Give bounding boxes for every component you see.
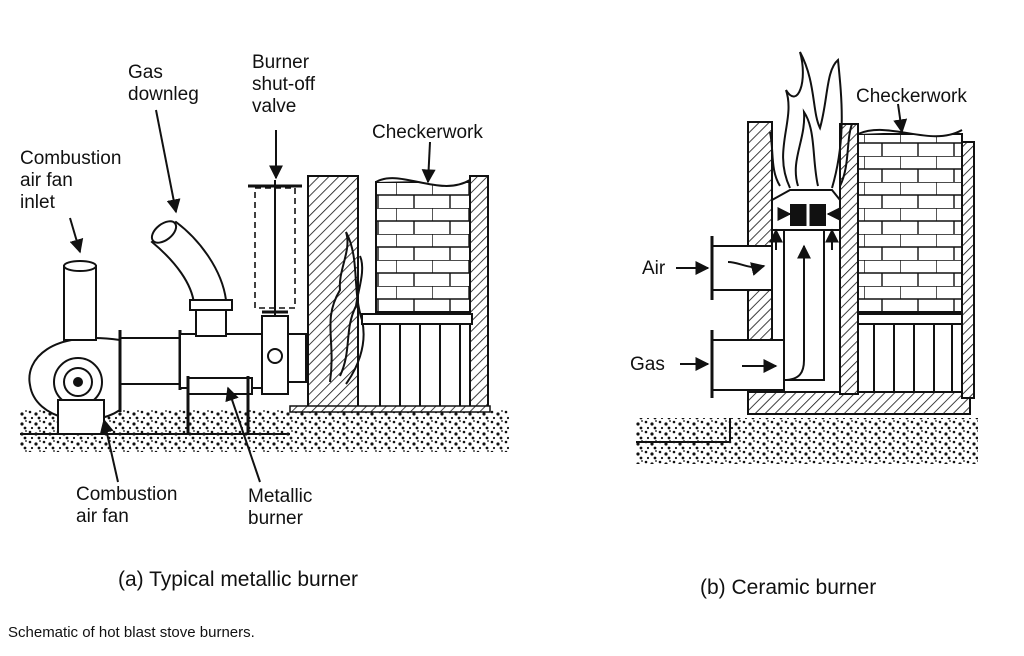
burner-flame-b xyxy=(769,51,853,189)
label-checkerwork-a: Checkerwork xyxy=(372,122,483,143)
label-checkerwork-b: Checkerwork xyxy=(856,86,967,107)
caption-panel-a: (a) Typical metallic burner xyxy=(118,568,358,591)
stove-wall-b xyxy=(747,121,773,345)
grid-supports-b xyxy=(857,313,963,392)
label-gas: Gas xyxy=(630,354,665,375)
air-duct xyxy=(119,337,181,385)
checkerwork-a xyxy=(375,181,471,313)
grid-supports-a xyxy=(361,313,473,408)
fan-inlet-pipe xyxy=(63,265,97,341)
air-inlet-duct xyxy=(711,245,773,291)
panel-a-metallic-burner-drawing xyxy=(20,109,510,483)
stove-wall-a xyxy=(307,175,359,409)
figure-caption: Schematic of hot blast stove burners. xyxy=(8,624,255,641)
label-air: Air xyxy=(642,258,666,279)
caption-panel-b: (b) Ceramic burner xyxy=(700,576,876,599)
panel-b-ceramic-burner-drawing xyxy=(636,51,978,464)
checkerwork-b xyxy=(857,133,963,313)
burner-flame-a xyxy=(329,231,365,385)
